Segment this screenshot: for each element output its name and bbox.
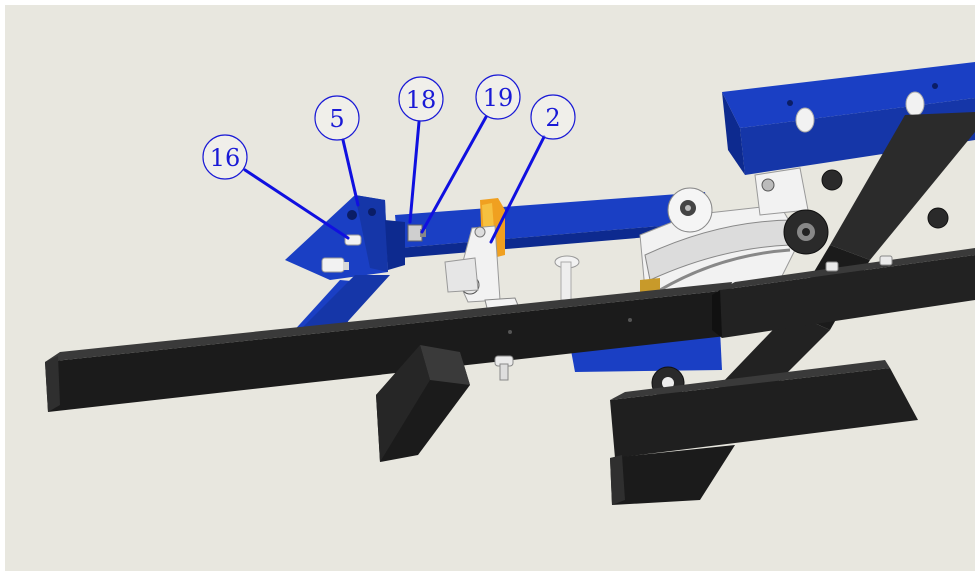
leader-lines [243,115,546,244]
callout-16: 16 [202,134,248,180]
callout-label-16: 16 [210,144,241,172]
black-lower-tube [610,360,918,505]
callout-label-2: 2 [545,104,560,132]
tube-bolts [494,255,893,381]
leader-5 [341,138,360,207]
black-short-tube [376,345,470,462]
callout-5: 5 [314,95,360,141]
callout-2: 2 [530,94,576,140]
white-post [554,255,580,301]
blue-bracket [285,195,405,335]
leader-2 [489,135,546,244]
callout-18: 18 [398,76,444,122]
callout-label-18: 18 [406,86,437,114]
black-long-tube [45,282,735,412]
black-wheel-plate [651,169,949,400]
leader-19 [420,115,488,234]
leader-18 [408,120,421,224]
callout-label-5: 5 [329,105,344,133]
black-right-tube [712,248,975,338]
callout-19: 19 [475,74,521,120]
leader-16 [243,168,350,240]
callout-label-19: 19 [483,84,514,112]
